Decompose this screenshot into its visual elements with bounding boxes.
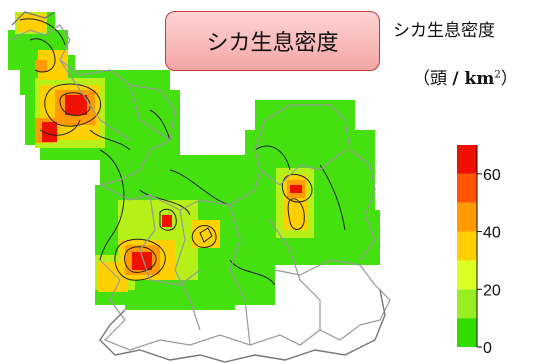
map-title: シカ生息密度 (206, 31, 339, 56)
legend-band-0 (457, 318, 477, 347)
contour-lines (19, 18, 346, 286)
legend-band-4 (457, 202, 477, 232)
municipal-boundaries (9, 24, 391, 351)
legend-unit-exponent: 2 (494, 69, 501, 81)
legend-band-2 (457, 260, 477, 290)
legend-band-5 (457, 173, 477, 203)
legend-band-3 (457, 231, 477, 261)
color-legend: 0 20 40 60 (457, 145, 501, 357)
legend-unit-open: （頭 (413, 69, 453, 89)
legend-tick-label-20: 20 (483, 282, 501, 299)
legend-band-1 (457, 289, 477, 319)
legend-title: シカ生息密度 (393, 21, 495, 41)
legend-unit-close: ） (500, 69, 518, 89)
outer-boundary (11, 11, 386, 363)
legend-unit-main: / km (452, 69, 495, 89)
density-surface (8, 12, 380, 310)
legend-band-6 (457, 145, 477, 174)
map-title-box: シカ生息密度 (165, 11, 380, 71)
legend-tick-label-40: 40 (483, 225, 501, 242)
legend-tick-label-60: 60 (483, 167, 501, 184)
legend-tick-label-0: 0 (483, 340, 492, 357)
legend-unit: （頭 / km2） (413, 64, 518, 89)
